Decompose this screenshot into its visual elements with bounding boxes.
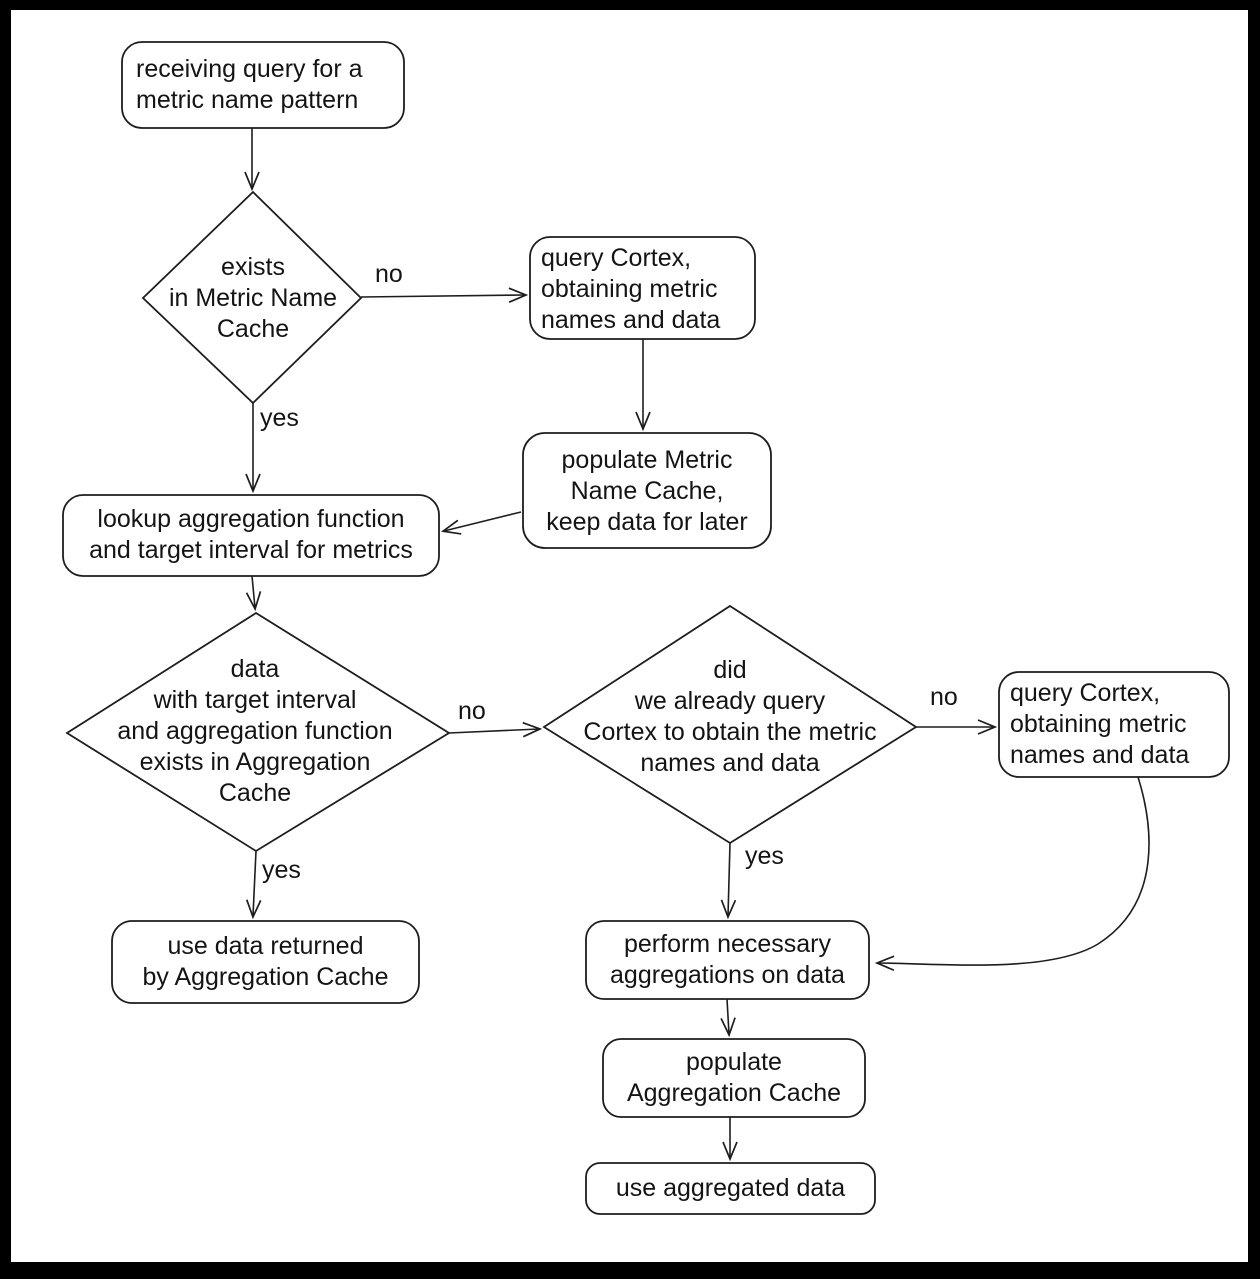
query-cortex-right-box xyxy=(998,671,1230,778)
use-data-aggregation-cache-box xyxy=(111,920,420,1004)
receive-query-box xyxy=(121,41,405,129)
exists-metric-name-cache-diamond xyxy=(141,190,363,405)
data-in-aggregation-cache-diamond xyxy=(65,611,451,853)
already-queried-cortex-diamond xyxy=(542,604,918,845)
use-aggregated-data-box xyxy=(585,1162,876,1215)
edge-exists-no-arrow xyxy=(360,287,529,303)
edge-populate-to-lookup-arrow xyxy=(440,511,522,535)
perform-aggregations-box xyxy=(585,920,870,1000)
edge-lookup-to-data-diamond-arrow xyxy=(245,575,262,612)
edge-data-no-arrow xyxy=(448,721,543,738)
edge-perform-to-populateagg-arrow xyxy=(720,998,736,1038)
edge-querycortexright-to-perform-curve-arrow xyxy=(874,776,1150,972)
populate-aggregation-cache-box xyxy=(602,1038,866,1118)
edge-data-yes-arrow xyxy=(245,850,262,920)
query-cortex-top-box xyxy=(529,236,756,340)
edge-already-yes-arrow xyxy=(720,842,737,920)
lookup-aggregation-box xyxy=(62,494,440,577)
populate-metric-name-cache-box xyxy=(522,432,772,549)
